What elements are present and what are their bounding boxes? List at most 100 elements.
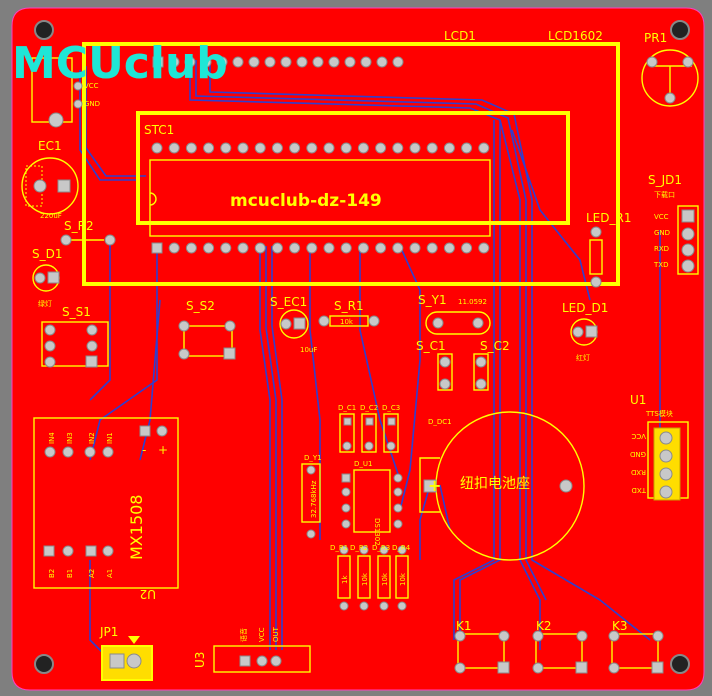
k2-outline	[535, 633, 583, 669]
s-c2-ref: S_C2	[480, 339, 510, 353]
board-id-label: mcuclub-dz-149	[230, 191, 382, 211]
led-d1-desc: 红灯	[576, 353, 590, 362]
stc1-pins-top	[151, 142, 490, 154]
s-ec1-ref: S_EC1	[270, 295, 307, 309]
d-u1-outline	[353, 469, 391, 533]
stc1-pin	[375, 142, 387, 154]
stc1-pins-bottom	[151, 242, 490, 254]
d-r4-ref: D_R4	[392, 544, 411, 552]
u3-out: OUT	[272, 626, 280, 642]
u3-ref: U3	[193, 652, 207, 668]
stc1-pin	[185, 142, 197, 154]
stc1-pin	[237, 142, 249, 154]
stc1-outline	[136, 111, 570, 225]
stc1-pin	[289, 142, 301, 154]
lcd1-pin	[360, 56, 372, 68]
battery-plus: +	[428, 476, 441, 495]
d-r1-value: 1k	[341, 575, 349, 584]
d-r4-value: 10k	[399, 572, 407, 586]
battery-label: 纽扣电池座	[460, 476, 530, 492]
in3-label: IN3	[66, 432, 74, 444]
d-r2-value: 10k	[361, 572, 369, 586]
stc1-pin	[461, 142, 473, 154]
s-jd1-gnd: GND	[654, 229, 670, 237]
stc1-pin	[409, 142, 421, 154]
k2-ref: K2	[536, 619, 552, 633]
d-dc1-ref: D_DC1	[428, 418, 452, 426]
s-ec1-outline	[279, 309, 309, 339]
stc1-pin	[237, 242, 249, 254]
stc1-pin	[392, 242, 404, 254]
stc1-pin	[426, 142, 438, 154]
b1-label: B1	[66, 569, 74, 578]
stc1-pin	[271, 142, 283, 154]
s-y1-value: 11.0592	[458, 298, 487, 306]
stc1-pin	[306, 242, 318, 254]
stc1-pin	[461, 242, 473, 254]
lcd1-ref: LCD1	[444, 29, 476, 43]
u1-pin-label: RXD	[631, 468, 646, 476]
u3-desc: 语音	[239, 628, 248, 642]
stc1-pin	[271, 242, 283, 254]
k1-ref: K1	[456, 619, 472, 633]
a1-label: A1	[106, 569, 114, 578]
in4-label: IN4	[48, 432, 56, 444]
s-s2-outline	[183, 325, 233, 357]
stc1-chip-body	[149, 159, 491, 237]
lcd1-pin	[184, 56, 196, 68]
lcd1-pin	[328, 56, 340, 68]
power-gnd-label: GND	[84, 100, 100, 108]
mx1508-label: MX1508	[127, 495, 146, 560]
mounting-holes	[34, 20, 690, 674]
s-c1-ref: S_C1	[416, 339, 446, 353]
lcd1-outline	[82, 42, 620, 286]
stc1-pin	[151, 142, 163, 154]
lcd1-header-pins	[152, 56, 404, 68]
k3-ref: K3	[612, 619, 628, 633]
stc1-pin	[340, 142, 352, 154]
lcd1-pin	[232, 56, 244, 68]
power-vcc-label: VCC	[84, 82, 99, 90]
stc1-pin	[306, 142, 318, 154]
d-u1-part: DS1302	[373, 518, 381, 546]
s-jd1-outline	[677, 205, 699, 275]
stc1-pin	[478, 242, 490, 254]
u2-mx1508-outline	[33, 417, 179, 589]
stc1-pin	[340, 242, 352, 254]
d-u1-ref: D_U1	[354, 460, 372, 468]
d-r2-ref: D_R2	[350, 544, 368, 552]
d-c2-ref: D_C2	[360, 404, 378, 412]
ec1-value: 220uF	[40, 212, 62, 220]
u1-pin-label: TXD	[632, 486, 647, 494]
stc1-pin	[392, 142, 404, 154]
s-d1-desc: 绿灯	[38, 299, 52, 308]
stc1-pin	[151, 242, 163, 254]
stc1-notch	[149, 192, 157, 206]
lcd1-pin	[312, 56, 324, 68]
u2-minus: -	[142, 443, 146, 457]
u3-outline	[213, 645, 311, 673]
a2-label: A2	[88, 569, 96, 578]
stc1-pin	[289, 242, 301, 254]
watermark-text: MCUclub	[12, 38, 228, 89]
in1-label: IN1	[106, 432, 114, 444]
stc1-pin	[323, 242, 335, 254]
ec1-outline	[21, 157, 79, 215]
lcd1-pin	[392, 56, 404, 68]
u2-ref: U2	[140, 587, 156, 601]
lcd1602-ref: LCD1602	[548, 29, 603, 43]
stc1-pin	[409, 242, 421, 254]
s-y1-outline	[425, 311, 491, 335]
s-ec1-value: 10uF	[300, 346, 317, 354]
u1-pin-label: GND	[630, 450, 646, 458]
s-y1-ref: S_Y1	[418, 293, 447, 307]
stc1-pin	[168, 242, 180, 254]
b2-label: B2	[48, 569, 56, 578]
s-r1-ref: S_R1	[334, 299, 364, 313]
s-jd1-vcc: VCC	[654, 213, 669, 221]
lcd1-pin	[296, 56, 308, 68]
led-d1-ref: LED_D1	[562, 301, 608, 315]
u1-desc: TTS模块	[645, 409, 673, 418]
s-s1-ref: S_S1	[62, 305, 91, 319]
